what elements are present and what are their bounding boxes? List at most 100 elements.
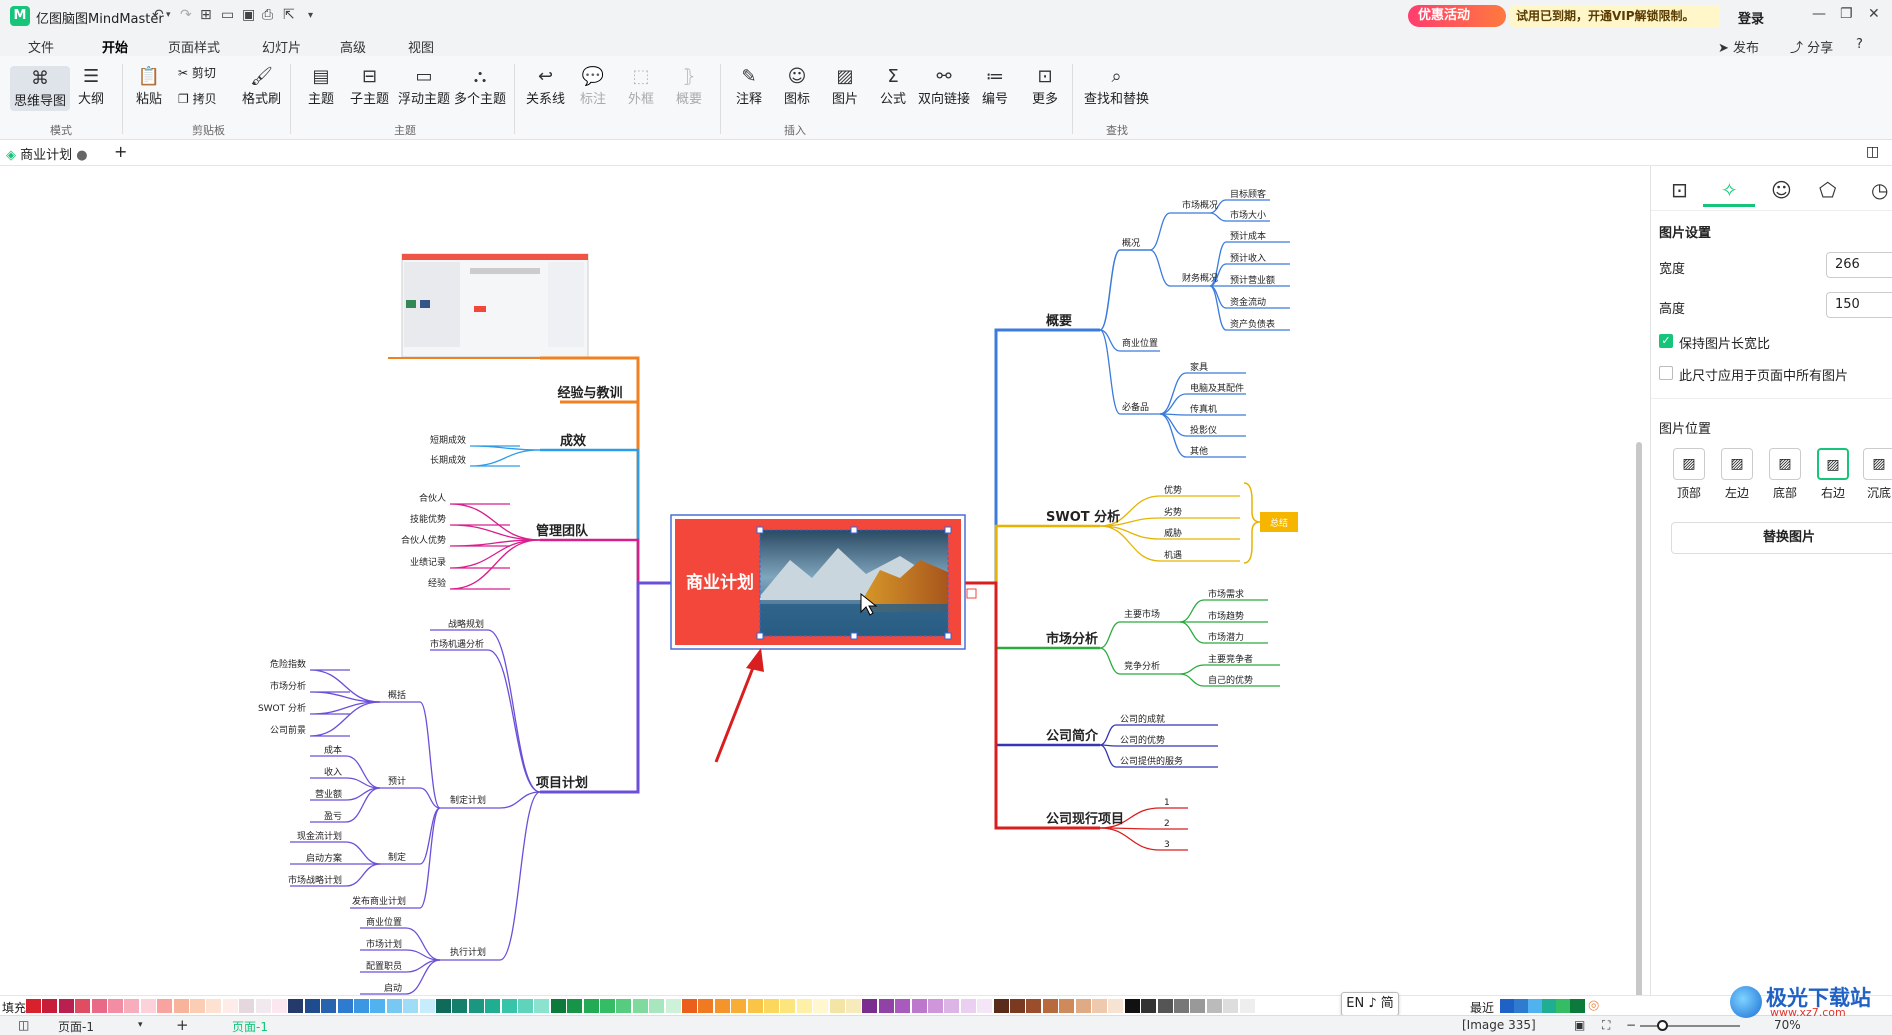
page-select[interactable]: 页面-1 [58, 1020, 94, 1034]
zoom-out-button[interactable]: − [1626, 1018, 1637, 1032]
menu-page-style[interactable]: 页面样式 [168, 41, 221, 56]
subtopic[interactable]: 预计 [388, 775, 406, 787]
subtopic[interactable]: 概况 [1122, 237, 1140, 249]
color-wheel-icon[interactable]: ◎ [1588, 998, 1600, 1013]
leaf-topic[interactable]: 公司的成就 [1120, 713, 1165, 725]
color-swatch[interactable] [649, 999, 665, 1013]
color-swatch[interactable] [665, 999, 681, 1013]
leaf-topic[interactable]: 投影仪 [1190, 424, 1217, 436]
color-swatch[interactable] [1026, 999, 1042, 1013]
leaf-topic[interactable]: 业绩记录 [410, 556, 446, 568]
color-swatch[interactable] [485, 999, 501, 1013]
add-tab-button[interactable]: + [114, 142, 128, 161]
recent-color-swatch[interactable] [1500, 999, 1515, 1013]
color-swatch[interactable] [222, 999, 238, 1013]
color-swatch[interactable] [567, 999, 583, 1013]
color-swatch[interactable] [91, 999, 107, 1013]
color-swatch[interactable] [616, 999, 632, 1013]
panel-tab-history-icon[interactable]: ◷ [1871, 178, 1889, 202]
leaf-topic[interactable]: 2 [1164, 819, 1170, 829]
color-swatch[interactable] [1157, 999, 1173, 1013]
leaf-topic[interactable]: 电脑及其配件 [1190, 382, 1244, 394]
leaf-topic[interactable]: 合伙人优势 [401, 534, 446, 546]
input-method-indicator[interactable]: EN ♪ 简 [1341, 992, 1399, 1016]
menu-view[interactable]: 视图 [408, 41, 435, 56]
minimize-icon[interactable]: — [1812, 6, 1826, 22]
subtopic[interactable]: 发布商业计划 [352, 895, 406, 907]
color-swatch[interactable] [550, 999, 566, 1013]
leaf-topic[interactable]: 劣势 [1164, 506, 1182, 518]
panel-toggle-icon[interactable]: ◫ [1866, 144, 1880, 160]
outline-mode-button[interactable]: ☰大纲 [78, 66, 104, 107]
color-swatch[interactable] [321, 999, 337, 1013]
color-swatch[interactable] [714, 999, 730, 1013]
panel-tab-style-icon[interactable]: ⊡ [1671, 178, 1688, 202]
boundary-button[interactable]: ⬚外框 [628, 66, 654, 107]
color-swatch[interactable] [452, 999, 468, 1013]
menu-advanced[interactable]: 高级 [340, 41, 367, 56]
color-swatch[interactable] [337, 999, 353, 1013]
color-swatch[interactable] [682, 999, 697, 1013]
leaf-topic[interactable]: 传真机 [1190, 403, 1217, 415]
color-swatch[interactable] [468, 999, 484, 1013]
leaf-topic[interactable]: 目标顾客 [1230, 188, 1266, 200]
share-button[interactable]: ⤴ 分享 [1790, 41, 1834, 56]
new-file-icon[interactable]: ⊞ [200, 7, 212, 23]
color-swatch[interactable] [1092, 999, 1107, 1013]
leaf-topic[interactable]: 收入 [324, 766, 342, 778]
publish-button[interactable]: ➤ 发布 [1718, 41, 1760, 56]
color-swatch[interactable] [370, 999, 386, 1013]
main-topic-left-4[interactable]: 项目计划 [536, 775, 588, 791]
color-swatch[interactable] [42, 999, 58, 1013]
color-swatch[interactable] [501, 999, 517, 1013]
promo-button[interactable]: 优惠活动 [1408, 5, 1506, 27]
copy-button[interactable]: ❐ 拷贝 [178, 90, 217, 107]
recent-color-swatch[interactable] [1514, 999, 1529, 1013]
subtopic[interactable]: 财务概况 [1182, 272, 1218, 284]
document-tab[interactable]: ◈ 商业计划 ● [6, 144, 88, 163]
undo-icon[interactable]: ↶ [152, 7, 164, 23]
color-swatch[interactable] [1190, 999, 1206, 1013]
subtopic[interactable]: 市场概况 [1182, 199, 1218, 211]
fit-page-icon[interactable]: ▣ [1574, 1018, 1586, 1032]
color-swatch[interactable] [239, 999, 255, 1013]
main-topic-3[interactable]: 市场分析 [1046, 631, 1098, 647]
leaf-topic[interactable]: 启动 [384, 982, 402, 994]
color-swatch[interactable] [140, 999, 156, 1013]
print-icon[interactable]: ⎙ [262, 7, 274, 23]
cut-button[interactable]: ✂ 剪切 [178, 64, 216, 81]
color-swatch[interactable] [846, 999, 861, 1013]
restore-icon[interactable]: ❐ [1840, 6, 1853, 22]
subtopic[interactable]: 必备品 [1122, 401, 1149, 413]
summary-box[interactable] [1260, 512, 1298, 532]
leaf-topic[interactable]: 自己的优势 [1208, 674, 1253, 686]
screenshot-thumbnail-image[interactable] [401, 253, 589, 358]
main-topic-left-2[interactable]: 成效 [560, 433, 587, 449]
menu-slides[interactable]: 幻灯片 [262, 41, 302, 56]
summary-button[interactable]: ⦄概要 [676, 66, 702, 107]
color-swatch[interactable] [878, 999, 894, 1013]
customize-quick-access-icon[interactable]: ▾ [308, 10, 314, 21]
leaf-topic[interactable]: 市场潜力 [1208, 631, 1244, 643]
color-swatch[interactable] [403, 999, 419, 1013]
leaf-topic[interactable]: 市场大小 [1230, 209, 1266, 221]
color-swatch[interactable] [911, 999, 927, 1013]
recent-color-swatch[interactable] [1570, 999, 1585, 1013]
color-swatch[interactable] [1223, 999, 1239, 1013]
leaf-topic[interactable]: 主要竞争者 [1208, 653, 1253, 665]
leaf-topic[interactable]: 市场需求 [1208, 588, 1244, 600]
main-topic-left-1[interactable]: 经验与教训 [557, 385, 622, 401]
menu-file[interactable]: 文件 [28, 41, 55, 56]
main-topic-2[interactable]: SWOT 分析 [1046, 509, 1120, 525]
leaf-topic[interactable]: 资金流动 [1230, 296, 1266, 308]
leaf-topic[interactable]: 市场战略计划 [288, 874, 342, 886]
leaf-topic[interactable]: 市场趋势 [1208, 610, 1244, 622]
leaf-topic[interactable]: 盈亏 [324, 811, 342, 822]
menu-start[interactable]: 开始 [102, 37, 129, 58]
save-icon[interactable]: ▣ [242, 7, 256, 23]
color-swatch[interactable] [534, 999, 550, 1013]
export-icon[interactable]: ⇱ [283, 7, 295, 23]
panel-tab-ai-icon[interactable]: ✧ [1721, 178, 1738, 202]
leaf-topic[interactable]: 机遇 [1164, 549, 1182, 561]
